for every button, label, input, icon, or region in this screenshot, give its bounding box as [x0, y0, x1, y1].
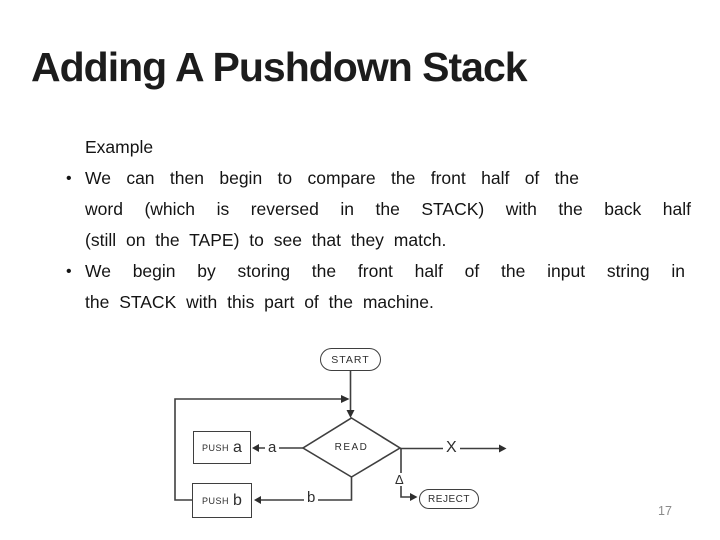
example-label: Example	[85, 137, 154, 157]
slide-title: Adding A Pushdown Stack	[31, 44, 528, 90]
bullet-item-1: • We can then begin to compare the front…	[66, 163, 698, 256]
edge-label-x: X	[443, 440, 460, 456]
body-text: Example • We can then begin to compare t…	[66, 132, 698, 318]
edge-label-delta: Δ	[392, 473, 407, 486]
bullet-marker: •	[66, 263, 72, 280]
arrowheads	[252, 395, 507, 504]
push-b-symbol: b	[233, 491, 242, 509]
arrowhead-left-icon	[254, 496, 261, 504]
state-machine-diagram: START READ PUSH a PUSH b REJECT a b X Δ	[160, 340, 520, 530]
bullet-2-lines: We begin by storing the front half of th…	[85, 256, 698, 318]
bullet-2-line-2: the STACK with this part of the machine.	[85, 292, 434, 312]
push-a-symbol: a	[233, 438, 242, 456]
bullet-2-line-1: We begin by storing the front half of th…	[85, 261, 685, 281]
bullet-1-line-3: (still on the TAPE) to see that they mat…	[85, 230, 447, 250]
bullet-1-line-1: We can then begin to compare the front h…	[85, 168, 579, 188]
arrowhead-right-icon	[499, 444, 507, 453]
edge-read-pushb	[261, 477, 353, 501]
push-b-verb: PUSH	[202, 495, 230, 506]
read-diamond-shape	[301, 417, 402, 478]
edge-label-b: b	[304, 490, 319, 505]
push-b-node: PUSH b	[192, 483, 252, 518]
bullet-1-lines: We can then begin to compare the front h…	[85, 163, 698, 256]
read-node-label: READ	[334, 442, 369, 453]
push-a-node: PUSH a	[193, 431, 251, 464]
arrowhead-down-icon	[346, 410, 355, 418]
page-number: 17	[658, 504, 672, 518]
edge-label-a: a	[265, 440, 280, 455]
arrowhead-right-icon	[410, 493, 418, 501]
arrowhead-left-icon	[252, 444, 259, 452]
arrowhead-right-icon	[341, 395, 350, 403]
reject-node: REJECT	[419, 489, 479, 509]
push-a-verb: PUSH	[202, 442, 230, 453]
bullet-1-line-2: word (which is reversed in the STACK) wi…	[85, 199, 691, 219]
edge-read-reject	[400, 448, 410, 498]
start-node: START	[320, 348, 381, 371]
edge-feedback-loop	[174, 398, 341, 501]
bullet-marker: •	[66, 170, 72, 187]
bullet-item-2: • We begin by storing the front half of …	[66, 256, 698, 318]
